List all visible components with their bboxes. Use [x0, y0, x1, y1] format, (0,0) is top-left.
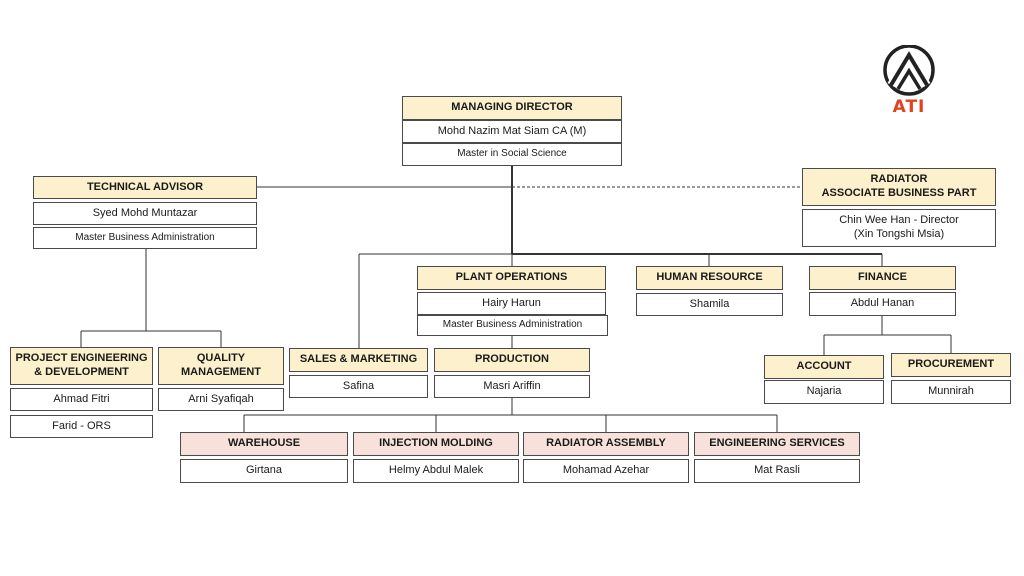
human-resource-title: HUMAN RESOURCE: [636, 266, 783, 290]
mountain-logo-icon: [883, 44, 935, 96]
managing-director-name: Mohd Nazim Mat Siam CA (M): [402, 120, 622, 143]
technical-advisor-qualification: Master Business Administration: [33, 227, 257, 249]
quality-management-title: QUALITY MANAGEMENT: [158, 347, 284, 385]
radiator-assembly-title: RADIATOR ASSEMBLY: [523, 432, 689, 456]
managing-director-title: MANAGING DIRECTOR: [402, 96, 622, 120]
radiator-partner-name-line1: Chin Wee Han - Director: [839, 214, 959, 227]
plant-operations-title: PLANT OPERATIONS: [417, 266, 606, 290]
quality-management-title-line1: QUALITY: [196, 352, 246, 365]
production-title: PRODUCTION: [434, 348, 590, 372]
project-engineering-member: Ahmad Fitri: [10, 388, 153, 411]
technical-advisor-title: TECHNICAL ADVISOR: [33, 176, 257, 199]
injection-molding-name: Helmy Abdul Malek: [353, 459, 519, 483]
procurement-title: PROCUREMENT: [891, 353, 1011, 377]
project-engineering-title-line1: PROJECT ENGINEERING: [15, 352, 148, 365]
radiator-assembly-name: Mohamad Azehar: [523, 459, 689, 483]
project-engineering-title: PROJECT ENGINEERING & DEVELOPMENT: [10, 347, 153, 385]
ati-logo: ATI: [878, 44, 940, 119]
injection-molding-title: INJECTION MOLDING: [353, 432, 519, 456]
project-engineering-title-line2: & DEVELOPMENT: [34, 366, 129, 378]
sales-marketing-name: Safina: [289, 375, 428, 398]
engineering-services-title: ENGINEERING SERVICES: [694, 432, 860, 456]
managing-director-qualification: Master in Social Science: [402, 143, 622, 166]
warehouse-title: WAREHOUSE: [180, 432, 348, 456]
logo-wordmark: ATI: [892, 97, 926, 117]
engineering-services-name: Mat Rasli: [694, 459, 860, 483]
radiator-partner-name: Chin Wee Han - Director (Xin Tongshi Msi…: [802, 209, 996, 247]
project-engineering-member: Farid - ORS: [10, 415, 153, 438]
radiator-partner-title-line1: RADIATOR: [870, 173, 928, 186]
finance-name: Abdul Hanan: [809, 292, 956, 316]
quality-management-title-line2: MANAGEMENT: [180, 366, 262, 378]
human-resource-name: Shamila: [636, 293, 783, 316]
plant-operations-qualification: Master Business Administration: [417, 315, 608, 336]
finance-title: FINANCE: [809, 266, 956, 290]
radiator-partner-name-line2: (Xin Tongshi Msia): [853, 228, 945, 240]
procurement-name: Munnirah: [891, 380, 1011, 404]
quality-management-name: Arni Syafiqah: [158, 388, 284, 411]
account-name: Najaria: [764, 380, 884, 404]
radiator-partner-title: RADIATOR ASSOCIATE BUSINESS PART: [802, 168, 996, 206]
account-title: ACCOUNT: [764, 355, 884, 379]
sales-marketing-title: SALES & MARKETING: [289, 348, 428, 372]
warehouse-name: Girtana: [180, 459, 348, 483]
radiator-partner-title-line2: ASSOCIATE BUSINESS PART: [821, 187, 977, 199]
plant-operations-name: Hairy Harun: [417, 292, 606, 315]
production-name: Masri Ariffin: [434, 375, 590, 398]
technical-advisor-name: Syed Mohd Muntazar: [33, 202, 257, 225]
